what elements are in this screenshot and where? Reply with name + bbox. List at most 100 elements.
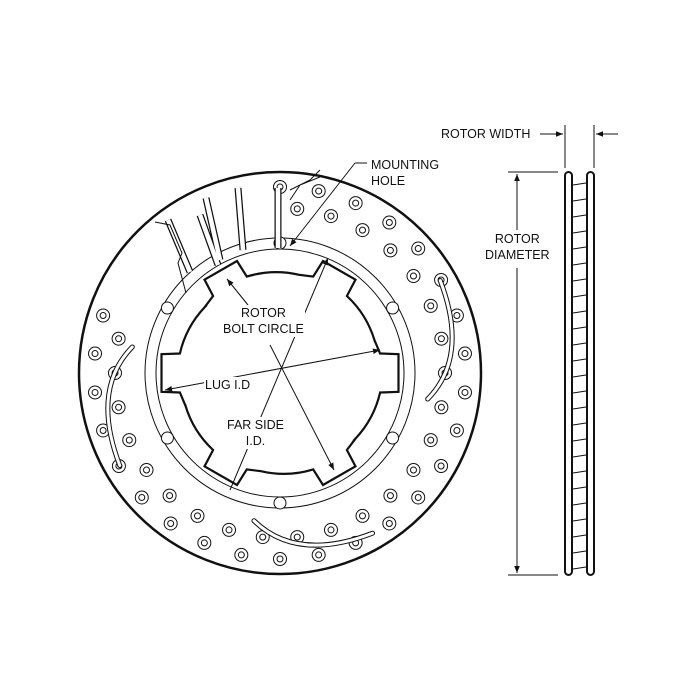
drilled-hole-center — [293, 533, 301, 541]
drilled-hole-center — [461, 388, 469, 396]
vane-line — [572, 182, 587, 186]
center-bore — [160, 259, 400, 487]
rotor-diameter-label-line1: ROTOR — [494, 232, 540, 246]
vane-line — [572, 278, 587, 282]
vane-line — [572, 470, 587, 474]
lug-id-line — [164, 348, 381, 392]
lug-id-label: LUG I.D — [204, 377, 252, 393]
drilled-hole-center — [315, 187, 323, 195]
vane-line — [572, 326, 587, 330]
drilled-hole-icon — [311, 547, 326, 562]
drilled-hole-center — [293, 205, 301, 213]
drilled-hole-icon — [111, 400, 126, 415]
vane-line — [572, 374, 587, 378]
rotor-bolt-circle-label: ROTOR BOLT CIRCLE — [222, 305, 305, 337]
vane-line — [572, 246, 587, 250]
vane-line — [572, 358, 587, 362]
drilled-hole-center — [115, 335, 123, 343]
drilled-hole-icon — [355, 223, 370, 238]
drilled-hole-center — [327, 212, 335, 220]
drilled-hole-center — [461, 350, 469, 358]
vane-line — [572, 342, 587, 346]
drilled-hole-center — [409, 272, 417, 280]
drilled-hole-center — [237, 551, 245, 559]
slot-inner — [252, 519, 374, 547]
drilled-hole-center — [386, 246, 394, 254]
vane-line — [572, 502, 587, 506]
rotor-side-view — [508, 125, 618, 576]
drilled-hole-icon — [423, 298, 438, 313]
drilled-hole-icon — [197, 535, 212, 550]
vane-line — [572, 566, 587, 570]
slot-inner — [426, 279, 454, 401]
drilled-hole-icon — [122, 433, 137, 448]
vane-line — [572, 390, 587, 394]
drilled-hole-icon — [411, 241, 426, 256]
drilled-hole-icon — [111, 331, 126, 346]
drilled-hole-center — [437, 462, 445, 470]
drilled-hole-icon — [323, 522, 338, 537]
vane-line — [572, 454, 587, 458]
mounting-hole-label: MOUNTING HOLE — [370, 157, 440, 189]
drilled-hole-center — [225, 526, 233, 534]
drilled-hole-icon — [162, 488, 177, 503]
drilled-hole-icon — [348, 196, 363, 211]
vane-line — [572, 422, 587, 426]
drilled-hole-center — [427, 436, 435, 444]
vane-line — [572, 486, 587, 490]
drilled-hole-icon — [383, 488, 398, 503]
drilled-hole-center — [166, 492, 174, 500]
drilled-hole-center — [315, 551, 323, 559]
drilled-hole-icon — [434, 331, 449, 346]
drilled-hole-center — [453, 426, 461, 434]
drilled-hole-center — [386, 492, 394, 500]
rotor-outer-edge — [77, 170, 483, 576]
drilled-hole-center — [138, 493, 146, 501]
drilled-hole-center — [453, 312, 461, 320]
drilled-hole-icon — [406, 269, 421, 284]
vane-line — [572, 550, 587, 554]
vane-line — [572, 262, 587, 266]
drilled-hole-center — [143, 466, 151, 474]
drilled-hole-center — [385, 519, 393, 527]
drilled-hole-icon — [383, 243, 398, 258]
drilled-hole-center — [125, 436, 133, 444]
mounting-hole-label-line2: HOLE — [371, 174, 406, 188]
bolt-circle-label-line2: BOLT CIRCLE — [223, 322, 304, 336]
drilled-hole-icon — [434, 400, 449, 415]
drilled-hole-center — [385, 219, 393, 227]
vane-line — [572, 198, 587, 202]
drilled-hole-icon — [382, 215, 397, 230]
drilled-hole-center — [437, 403, 445, 411]
drilled-hole-icon — [423, 433, 438, 448]
bolt-circle-leader — [226, 278, 249, 306]
drilled-hole-center — [276, 555, 284, 563]
drilled-hole-icon — [88, 385, 103, 400]
drilled-hole-icon — [382, 516, 397, 531]
vane-line — [572, 534, 587, 538]
mounting-hole-icon — [160, 431, 174, 445]
mounting-hole-icon — [273, 496, 287, 510]
drilled-hole-center — [99, 312, 107, 320]
drilled-hole-center — [414, 245, 422, 253]
rotor-width-label: ROTOR WIDTH — [440, 126, 532, 142]
drilled-hole-icon — [222, 522, 237, 537]
drilled-hole-center — [167, 519, 175, 527]
drilled-hole-center — [359, 512, 366, 520]
vane-line — [572, 230, 587, 234]
far-side-id-label: FAR SIDE I.D. — [226, 417, 285, 449]
drilled-hole-center — [91, 388, 99, 396]
drilled-hole-icon — [134, 490, 149, 505]
drilled-hole-center — [259, 533, 267, 541]
drilled-hole-icon — [411, 490, 426, 505]
drilled-hole-center — [99, 426, 107, 434]
drilled-hole-icon — [311, 184, 326, 199]
mounting-hole-icon — [386, 431, 400, 445]
far-side-id-label-line1: FAR SIDE — [227, 418, 284, 432]
drilled-hole-center — [194, 512, 201, 520]
mounting-hole-icon — [160, 301, 174, 315]
rotor-diameter-label-line2: DIAMETER — [485, 248, 550, 262]
drilled-hole-icon — [163, 516, 178, 531]
